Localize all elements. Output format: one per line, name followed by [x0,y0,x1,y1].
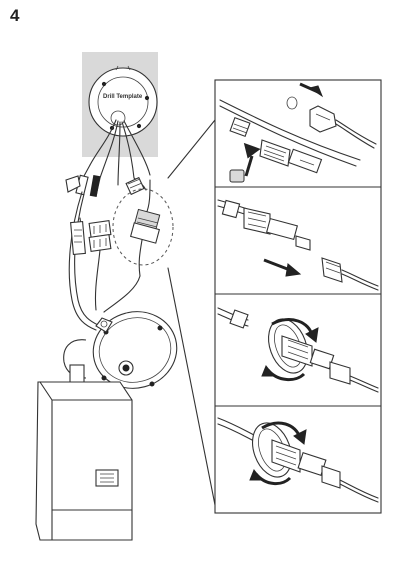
drill-template-label: Drill Template [103,94,143,100]
detail-panel-1 [219,82,377,183]
connector-highlight-oval [112,188,174,266]
camera-housing [35,339,133,541]
callout-line-bottom [167,267,216,506]
detail-panels [214,79,382,514]
step-number: 4 [10,6,20,25]
main-cables [68,191,141,331]
callout-line-top [167,119,216,179]
network-connector [129,179,161,277]
detail-panel-3 [217,307,379,393]
cable-bundle [65,119,151,197]
detail-panel-2 [217,199,379,291]
mounting-bracket [92,311,178,389]
detail-panel-4 [217,417,379,503]
